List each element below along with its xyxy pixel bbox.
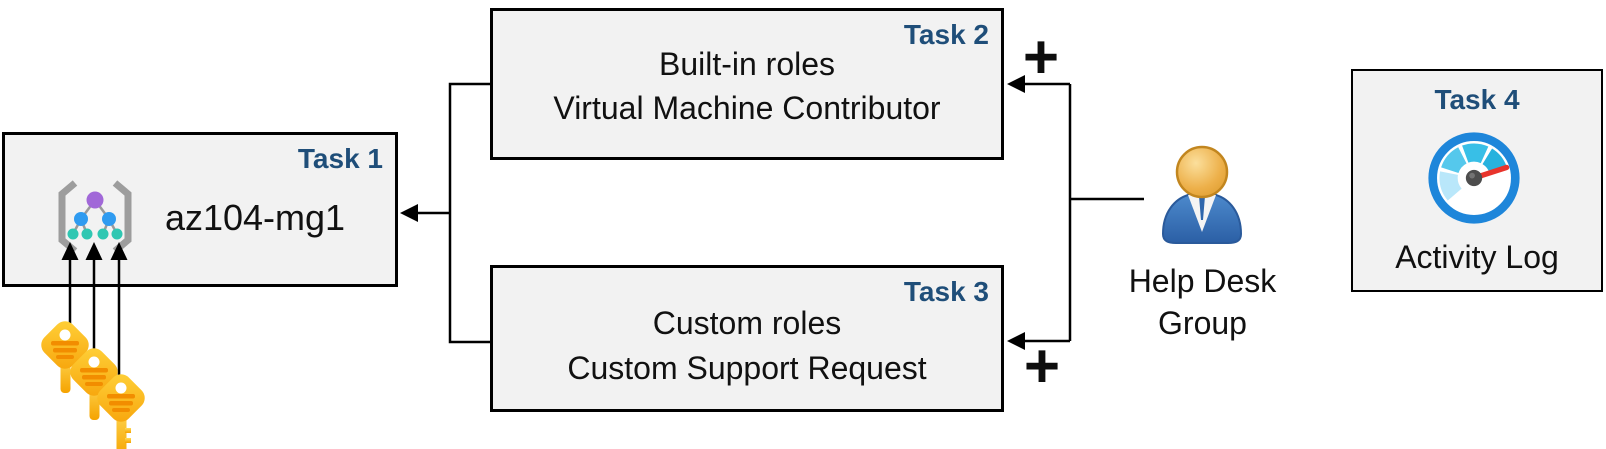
bracket-connector (448, 82, 491, 344)
help-desk-line1: Help Desk (1128, 263, 1277, 299)
key-icon (97, 374, 145, 449)
task3-line1: Custom roles (652, 305, 842, 341)
task4-label: Task 4 (1434, 84, 1520, 115)
help-desk-group-label: Help Desk Group (1115, 260, 1290, 344)
task4-caption: Activity Log (1395, 239, 1559, 275)
task2-line1: Built-in roles (658, 46, 836, 82)
task1-label: Task 1 (297, 143, 383, 174)
task2-box: Task 2 Built-in roles Virtual Machine Co… (490, 8, 1004, 160)
plus-sign-task3: + (1023, 332, 1061, 401)
keys-icon (41, 321, 145, 449)
management-group-icon (58, 180, 132, 254)
task1-title: az104-mg1 (164, 197, 346, 238)
task3-label: Task 3 (903, 276, 989, 307)
task1-box: Task 1 az104-mg1 (2, 132, 398, 287)
help-desk-line2: Group (1158, 305, 1247, 341)
key-icon (70, 348, 118, 420)
plus-sign-task2: + (1022, 23, 1060, 92)
key-icon (41, 321, 89, 393)
arrowhead-task1 (400, 204, 418, 222)
task2-label: Task 2 (903, 19, 989, 50)
activity-log-gauge-icon (1428, 132, 1520, 224)
task3-box: Task 3 Custom roles Custom Support Reque… (490, 265, 1004, 412)
user-icon (1161, 145, 1243, 244)
task4-box: Task 4 Activity Log (1351, 69, 1603, 292)
task3-line2: Custom Support Request (567, 350, 927, 386)
task2-line2: Virtual Machine Contributor (553, 90, 941, 126)
